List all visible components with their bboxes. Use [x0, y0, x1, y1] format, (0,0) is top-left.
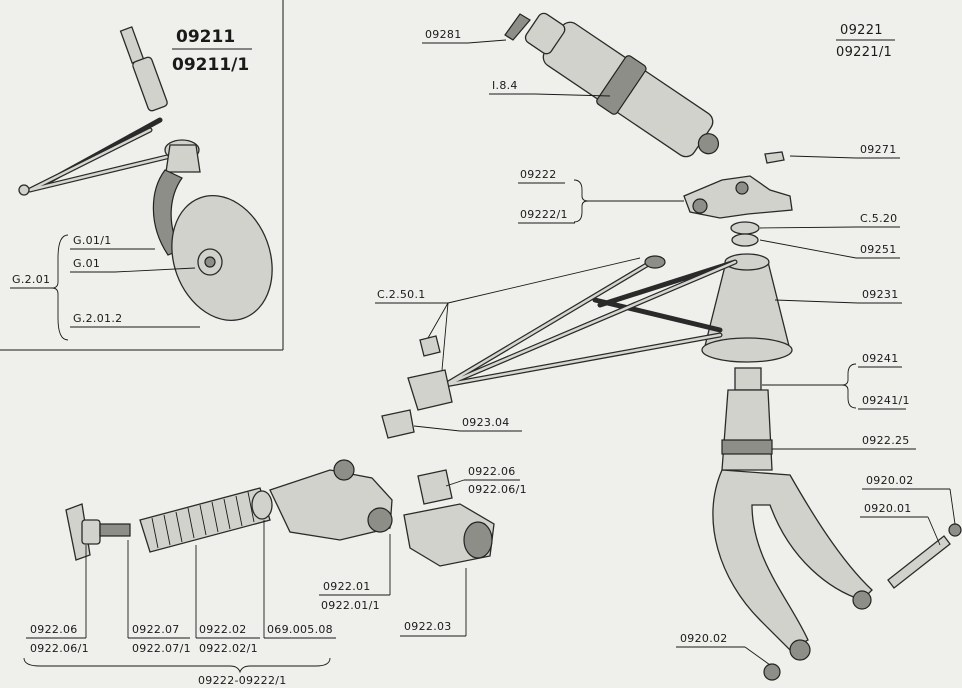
label-092202: 0922.02: [199, 623, 247, 636]
label-c2501: C.2.50.1: [377, 288, 426, 301]
label-092002-bottom: 0920.02: [680, 632, 728, 645]
label-g01: G.01: [73, 257, 100, 270]
main-title-bottom: 09221/1: [836, 45, 892, 60]
inset-tailwheel-drawing: [18, 26, 273, 321]
label-092002-top: 0920.02: [866, 474, 914, 487]
label-06900508: 069.005.08: [267, 623, 333, 636]
label-g2012: G.2.01.2: [73, 312, 122, 325]
inset-panel: 09211 09211/1 G.01/1 G.01 G.2.01 G.2.01.…: [0, 0, 284, 351]
label-092201: 0922.01: [323, 580, 371, 593]
label-092207: 0922.07: [132, 623, 180, 636]
label-i84: I.8.4: [492, 79, 518, 92]
label-092225: 0922.25: [862, 434, 910, 447]
label-092201-1: 0922.01/1: [321, 599, 380, 612]
label-092206-1-left: 0922.06/1: [30, 642, 89, 655]
label-092202-1: 0922.02/1: [199, 642, 258, 655]
label-092304: 0923.04: [462, 416, 510, 429]
assembly-range-bracket: [23, 657, 331, 674]
label-09241-1: 09241/1: [862, 394, 910, 407]
label-092206-right: 0922.06: [468, 465, 516, 478]
label-c520: C.5.20: [860, 212, 897, 225]
label-092207-1: 0922.07/1: [132, 642, 191, 655]
label-092001: 0920.01: [864, 502, 912, 515]
bottom-assembly-drawing: [65, 459, 495, 567]
inset-title-top: 09211: [176, 27, 235, 47]
label-g01-1: G.01/1: [73, 234, 112, 247]
label-g201: G.2.01: [12, 273, 50, 286]
label-09231: 09231: [862, 288, 899, 301]
label-09222-1: 09222/1: [520, 208, 568, 221]
label-09251: 09251: [860, 243, 897, 256]
label-09241: 09241: [862, 352, 899, 365]
label-092203: 0922.03: [404, 620, 452, 633]
label-assembly-range: 09222-09222/1: [198, 674, 287, 687]
label-09281: 09281: [425, 28, 462, 41]
label-09271: 09271: [860, 143, 897, 156]
inset-title-bottom: 09211/1: [172, 55, 249, 75]
label-092206-left: 0922.06: [30, 623, 78, 636]
main-title-top: 09221: [840, 23, 883, 38]
label-09222: 09222: [520, 168, 557, 181]
label-092206-1-right: 0922.06/1: [468, 483, 527, 496]
main-strut-drawing: [381, 12, 962, 681]
